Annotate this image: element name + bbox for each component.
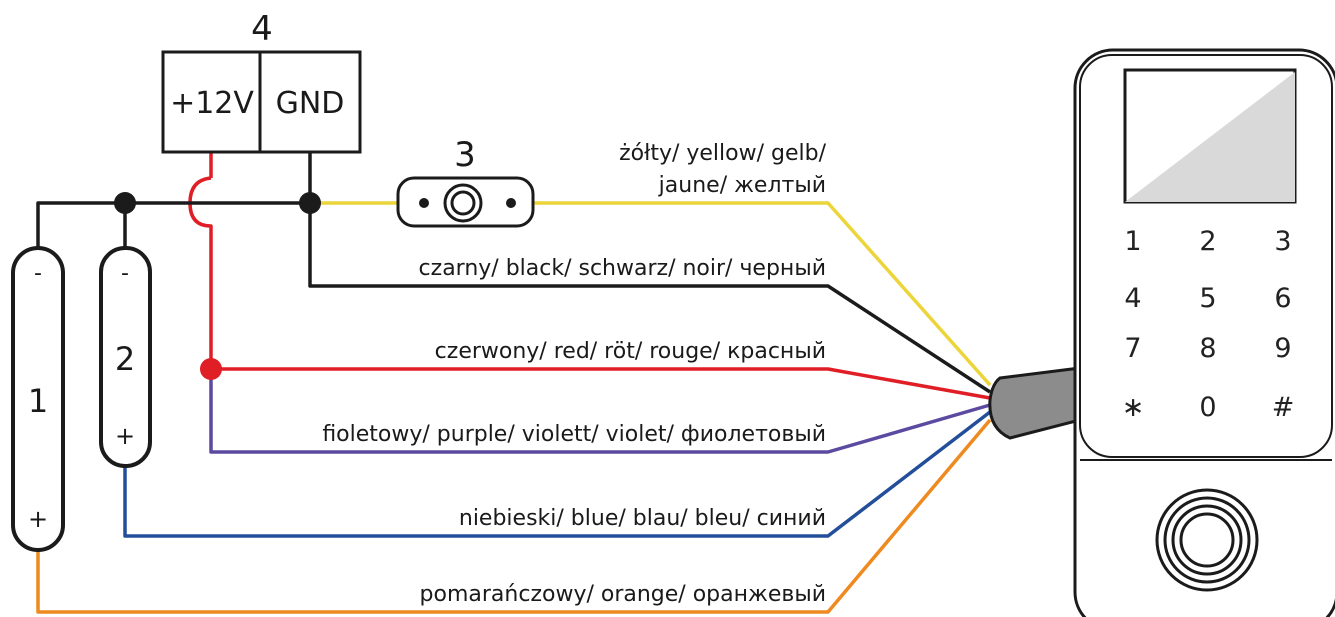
lock1-number: 1 [28,382,48,420]
blue-wire-label: niebieski/ blue/ blau/ bleu/ синий [459,506,826,531]
lock-1: - 1 + [11,246,65,552]
terminal-number: 4 [251,9,273,49]
keypad-key: 1 [1124,226,1141,257]
keypad-key: 7 [1124,333,1141,364]
lock2-number: 2 [115,340,135,378]
fingerprint-reader-icon [1155,488,1259,592]
orange-wire [36,418,992,614]
lock-2: - 2 + [99,246,152,468]
lock2-plus: + [115,422,135,450]
junction-dot-black-1 [114,192,136,214]
keypad-key: ∗ [1122,392,1145,423]
keypad-key: 4 [1124,283,1141,314]
button-number: 3 [454,135,476,175]
keypad-key: 0 [1199,392,1216,423]
keypad-key: 5 [1199,283,1216,314]
terminal-gnd: GND [276,86,345,121]
lock1-minus: - [34,261,42,286]
keypad-device: 1 2 3 4 5 6 7 8 9 ∗ 0 # [1073,48,1335,617]
lock2-minus: - [121,261,129,286]
black-wire [308,153,991,394]
red-wire-label: czerwony/ red/ röt/ rouge/ красный [435,339,826,364]
lock1-plus: + [28,505,48,533]
keypad-keys: 1 2 3 4 5 6 7 8 9 ∗ 0 # [1122,226,1295,423]
junction-dot-black-2 [299,192,321,214]
terminal-plus-12v: +12V [170,86,254,121]
purple-wire [209,369,991,454]
junction-dot-red [200,358,222,380]
keypad-key: 9 [1274,333,1291,364]
black-bus [36,201,310,262]
blue-wire [123,410,992,538]
exit-button: 3 [396,135,535,228]
yellow-wire-label-1: żółty/ yellow/ gelb/ [619,141,827,166]
keypad-key: # [1272,392,1295,423]
keypad-key: 6 [1274,283,1291,314]
power-terminal-block: 4 +12V GND [161,9,362,154]
red-wire-hop [188,176,991,400]
yellow-wire-out [533,201,992,387]
purple-wire-label: fioletowy/ purple/ violett/ violet/ фиол… [322,422,826,447]
keypad-key: 3 [1274,226,1291,257]
keypad-cable [988,366,1082,440]
yellow-wire-label-2: jaune/ желтый [658,173,826,198]
black-wire-label: czarny/ black/ schwarz/ noir/ черный [419,256,826,281]
keypad-key: 2 [1199,226,1216,257]
keypad-key: 8 [1199,333,1216,364]
orange-wire-label: pomarańczowy/ orange/ оранжевый [420,582,826,607]
